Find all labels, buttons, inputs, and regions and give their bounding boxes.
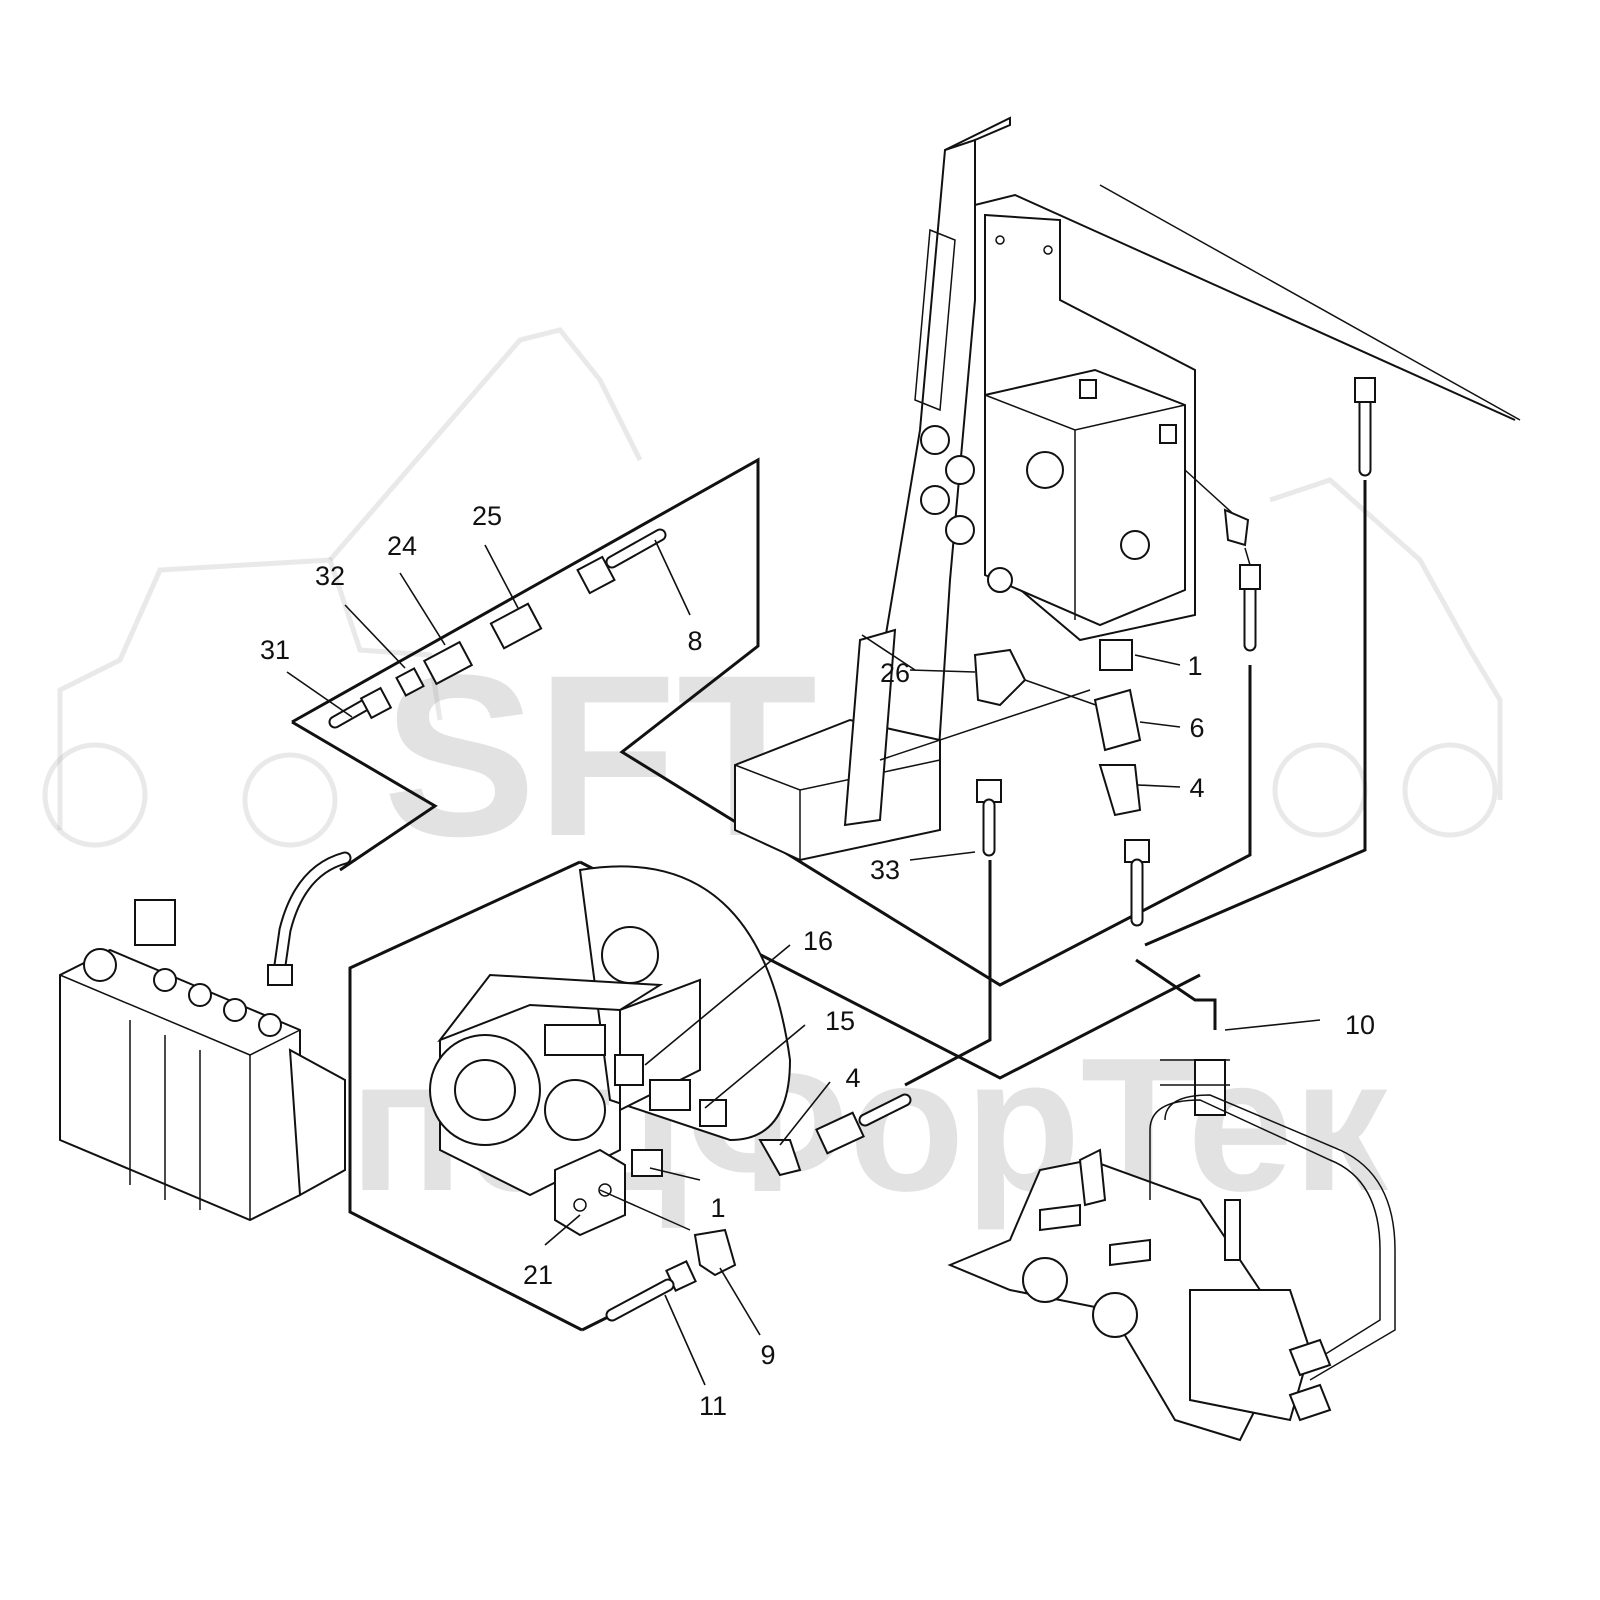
manifold-port	[1092, 1292, 1138, 1338]
hose-end-nut	[815, 1111, 865, 1155]
callout-25: 25	[472, 501, 502, 531]
callout-6: 6	[1189, 713, 1204, 743]
manifold-fitting	[1078, 1148, 1107, 1207]
manifold-fitting	[1109, 1238, 1151, 1267]
callout-10: 10	[1345, 1010, 1375, 1040]
fitting-31-nut	[359, 686, 393, 720]
fitting-6-tee	[1093, 688, 1142, 752]
leader-lines	[286, 539, 1321, 1386]
fitting-1-lower	[631, 1149, 663, 1177]
cab-tie-rod	[879, 689, 1091, 761]
cab-base-block	[734, 718, 941, 862]
elbow-4-upper	[1098, 764, 1142, 817]
manifold-block	[1189, 1289, 1312, 1422]
manifold-fitting	[1039, 1203, 1081, 1232]
control-valve-port	[153, 968, 177, 992]
cab-bolt	[1043, 245, 1053, 255]
manifold-tube	[1149, 1099, 1381, 1371]
right-hose-boundary	[1144, 480, 1367, 947]
watermark-machine-outline-icon	[42, 327, 1503, 848]
fitting-8-nut	[576, 555, 616, 595]
pump-top-port	[601, 926, 659, 984]
manifold-fitting	[1288, 1338, 1332, 1377]
pump-port-small	[544, 1079, 606, 1141]
callout-16: 16	[803, 926, 833, 956]
solenoid-coil	[920, 425, 950, 455]
left-hose-assembly	[328, 528, 667, 729]
callout-4-upper: 4	[1189, 773, 1204, 803]
fitting-1-upper	[1099, 639, 1133, 671]
pump-group-left-boundary	[348, 860, 583, 1332]
fitting-10-adapter	[1194, 1059, 1226, 1116]
fitting-32	[395, 667, 425, 697]
pilot-valve-port	[1026, 451, 1064, 489]
fitting-24	[422, 640, 474, 686]
block-21	[554, 1148, 626, 1237]
fitting-15-tee	[649, 1079, 691, 1111]
callout-26: 26	[880, 658, 910, 688]
callout-32: 32	[315, 561, 345, 591]
cab-roof-line	[1099, 184, 1521, 421]
pilot-valve-port	[987, 567, 1013, 593]
callout-1-lower: 1	[710, 1193, 725, 1223]
hose-end-nut	[267, 964, 293, 986]
callout-31: 31	[260, 635, 290, 665]
manifold-fitting	[1288, 1383, 1332, 1422]
control-valve-port	[258, 1013, 282, 1037]
hose-10-route	[1135, 958, 1217, 1030]
fitting-16	[614, 1054, 644, 1086]
callout-labels: 31 32 24 25 8 26 1 6 4 33 16 15 4 10 1 2…	[260, 501, 1375, 1421]
callout-33: 33	[870, 855, 900, 885]
cab-pillar-slot	[914, 228, 956, 412]
pilot-valve-body	[984, 368, 1186, 627]
control-valve-port	[223, 998, 247, 1022]
elbow-26	[973, 648, 1027, 707]
fitting-25	[489, 602, 543, 650]
cab-bolt	[995, 235, 1005, 245]
solenoid-coil	[945, 455, 975, 485]
left-hose-boundary	[291, 720, 438, 872]
control-valve-solenoid	[134, 899, 176, 946]
hydraulic-pump-group	[429, 865, 912, 1322]
elbow-9	[693, 1228, 737, 1277]
fitting-15-adapter	[699, 1099, 727, 1127]
callout-9: 9	[760, 1340, 775, 1370]
lower-right-manifold	[947, 1059, 1396, 1442]
pilot-valve-port	[1120, 530, 1150, 560]
pump-solenoid	[544, 1024, 606, 1056]
hose-end-nut	[1354, 377, 1376, 403]
manifold-tube	[1164, 1094, 1396, 1381]
watermark-company: СпецФорТек	[212, 1019, 1389, 1231]
hose-end-nut	[1239, 564, 1261, 590]
right-vertical-hoses	[1239, 377, 1376, 652]
control-valve-end-cap	[288, 1048, 346, 1197]
pilot-valve-elbow	[1223, 508, 1250, 547]
callout-21: 21	[523, 1260, 553, 1290]
upper-group-boundary	[291, 457, 1252, 987]
pilot-valve-fitting	[1159, 424, 1177, 444]
callout-24: 24	[387, 531, 417, 561]
pump-housing-top	[437, 973, 664, 1043]
cab-strut	[843, 628, 897, 827]
upper-centre-fittings	[973, 639, 1150, 927]
callout-15: 15	[825, 1006, 855, 1036]
pilot-valve-block	[920, 368, 1250, 627]
control-valve-port	[188, 983, 212, 1007]
callout-11: 11	[699, 1391, 727, 1421]
solenoid-coil	[945, 515, 975, 545]
solenoid-coil	[920, 485, 950, 515]
elbow-4-lower	[758, 1139, 802, 1177]
manifold-fitting	[1224, 1199, 1241, 1261]
watermark: SFT СпецФорТек	[42, 327, 1503, 1231]
callout-8: 8	[687, 626, 702, 656]
pilot-valve-fitting	[1079, 379, 1097, 399]
manifold-port	[1022, 1257, 1068, 1303]
callout-4-lower: 4	[845, 1063, 860, 1093]
callout-1-upper: 1	[1187, 651, 1202, 681]
hose-33-route	[904, 860, 992, 1087]
control-valve-bank	[59, 851, 352, 1222]
control-valve-port	[83, 948, 117, 982]
